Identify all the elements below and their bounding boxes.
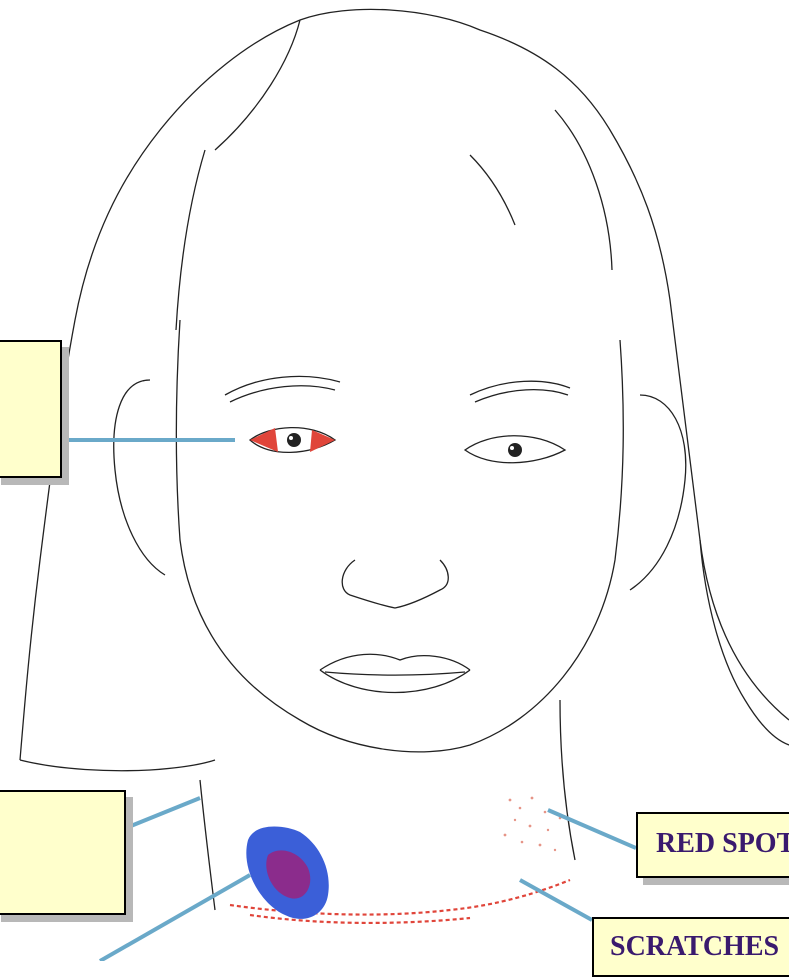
bruise-mark <box>246 827 328 919</box>
mouth <box>320 654 470 692</box>
callout-scratches: SCRATCHES <box>592 917 789 977</box>
hair-outline <box>20 9 789 770</box>
callout-red-spots: RED SPOTS <box>636 812 789 878</box>
right-eye <box>465 436 565 463</box>
callout-eye <box>0 340 62 478</box>
eyebrows <box>225 376 570 402</box>
ears <box>114 380 686 590</box>
leader-line-red-spot <box>548 810 636 848</box>
face-outline <box>176 320 623 910</box>
callout-red-spots-label: RED SPOTS <box>656 828 789 859</box>
leader-lines <box>62 440 636 961</box>
leader-line-neck <box>126 798 200 828</box>
callout-scratches-label: SCRATCHES <box>610 931 779 962</box>
callout-neck <box>0 790 126 915</box>
red-spots <box>504 797 562 852</box>
nose <box>342 560 448 608</box>
left-eye <box>250 428 335 453</box>
